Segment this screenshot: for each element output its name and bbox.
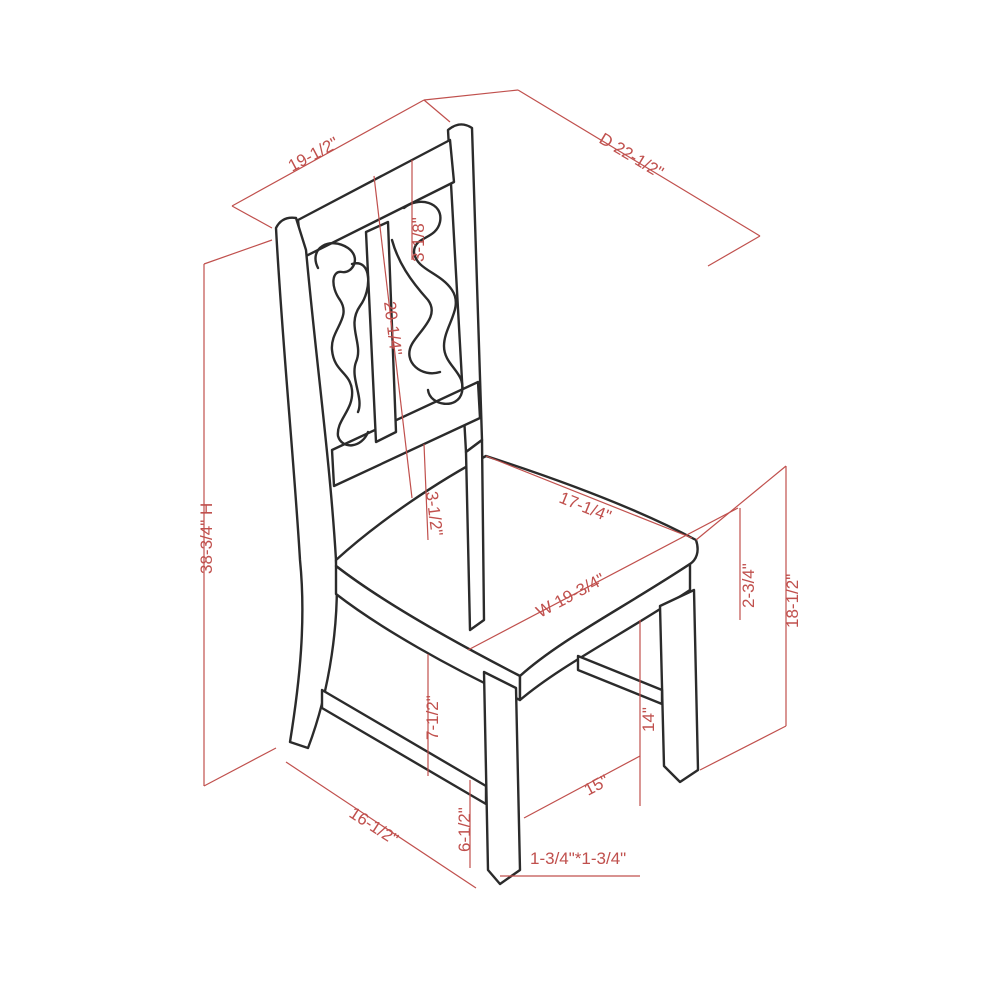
seat-top <box>334 454 699 678</box>
label-back-width: 19-1/2" <box>285 133 342 175</box>
dimension-lines <box>203 89 787 889</box>
label-base-depth: 16-1/2" <box>346 803 402 848</box>
back-scroll-right <box>402 200 464 405</box>
back-center-splat <box>364 220 398 444</box>
rear-right-lower-leg <box>464 438 486 632</box>
back-lower-rail <box>330 380 482 488</box>
label-side-leg-height: 14" <box>639 707 658 732</box>
back-scroll-left <box>314 242 370 447</box>
side-stretcher-left <box>320 688 488 806</box>
label-bottom-stretcher: 6-1/2" <box>455 807 474 852</box>
label-back-top-rail: 3-1/8" <box>409 217 428 262</box>
label-seat-thickness: 2-3/4" <box>739 563 758 608</box>
side-stretcher-right <box>576 654 664 706</box>
label-stretcher-width: 15" <box>581 771 612 799</box>
back-scroll-right-inner <box>390 238 442 375</box>
rear-left-post <box>274 216 339 750</box>
label-total-height: 38-3/4" H <box>197 503 216 574</box>
chair-illustration <box>274 123 700 886</box>
back-scroll-left-inner <box>350 262 370 414</box>
label-seat-height: 18-1/2" <box>783 574 802 628</box>
rear-right-post <box>446 123 484 454</box>
label-stretcher-height: 7-1/2" <box>423 695 442 740</box>
seat-side-apron <box>518 562 692 702</box>
front-right-leg <box>658 588 700 784</box>
label-leg-size: 1-3/4"*1-3/4" <box>530 849 626 868</box>
label-depth: D 22-1/2" <box>596 129 667 182</box>
front-left-leg <box>482 670 522 886</box>
